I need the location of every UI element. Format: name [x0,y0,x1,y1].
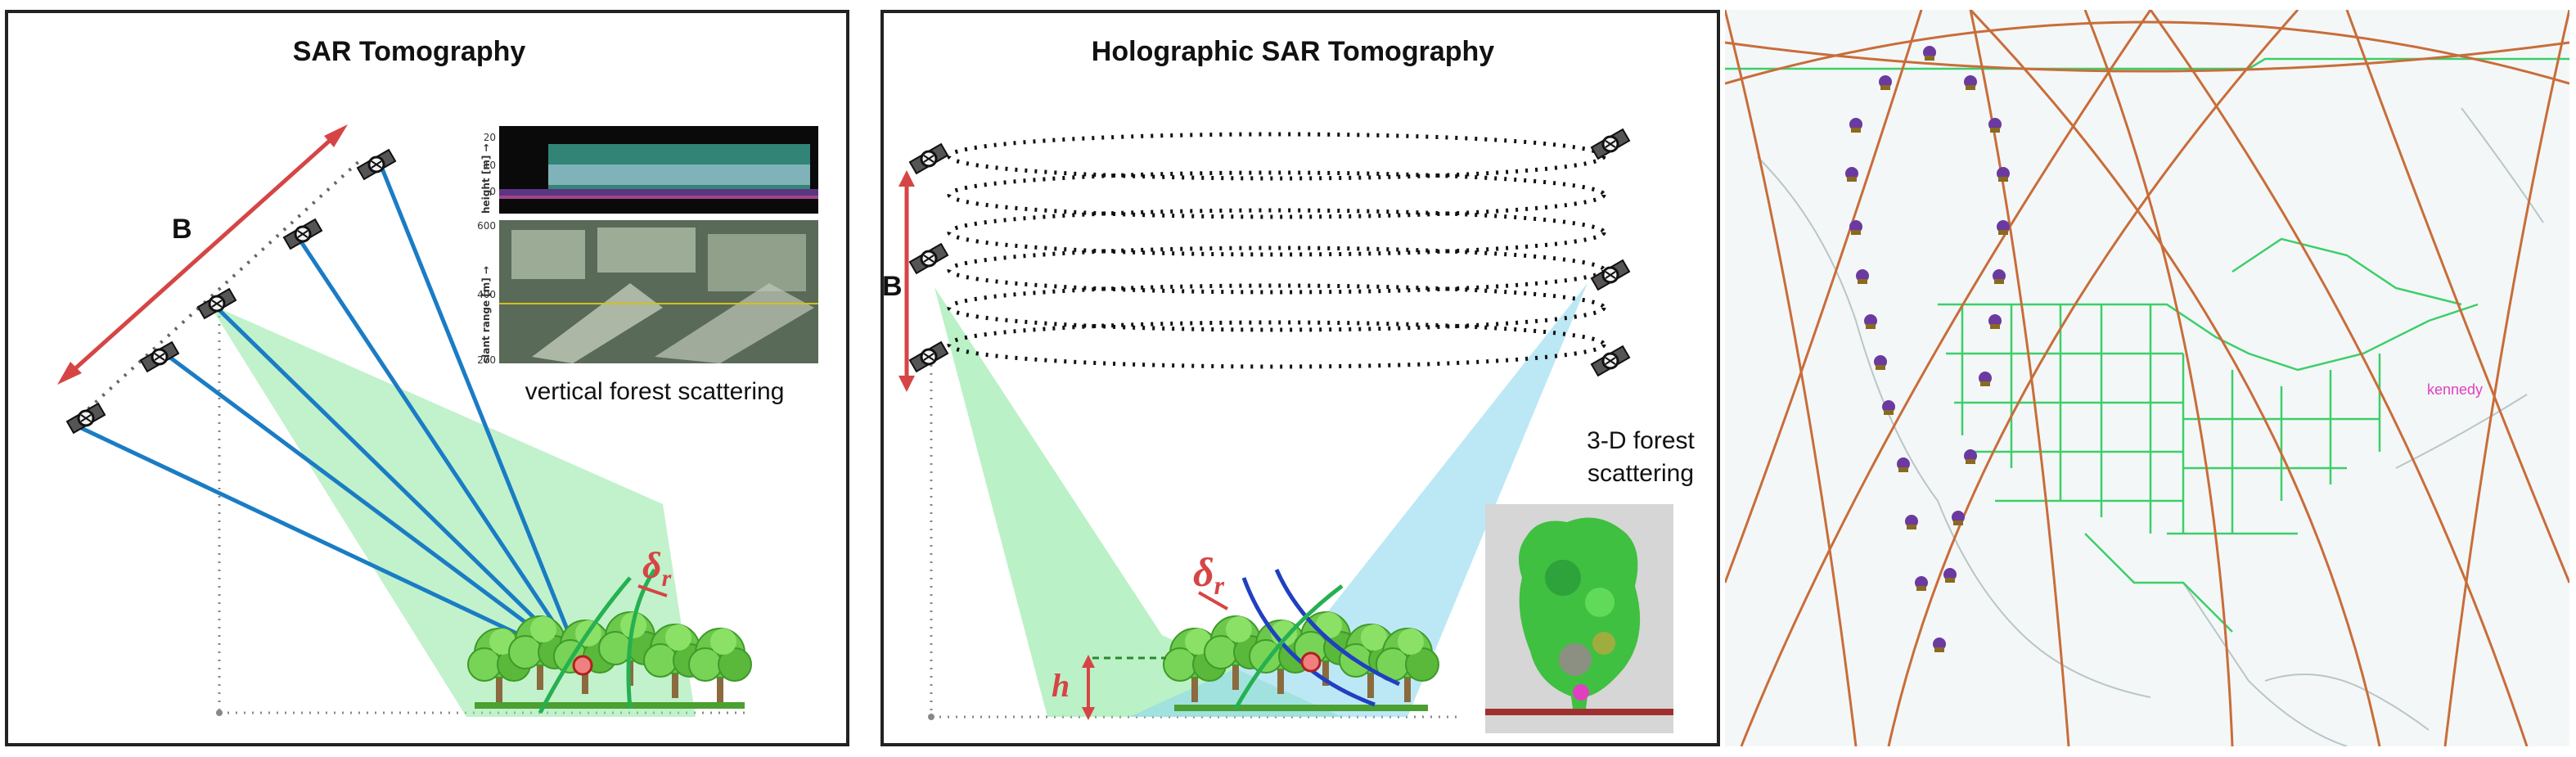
map-location-label: kennedy [2427,381,2483,398]
satellite-icon [1993,269,2006,284]
origin-point [216,710,223,716]
baseline-arrowhead-right [324,124,348,147]
satellite-icon [1964,75,1977,90]
delta-r-label: δr [642,544,672,592]
orbit-map-svg: kennedy [1725,10,2569,746]
sar-tomography-panel: SAR Tomography B δr [5,10,849,746]
satellite-icon [1988,314,2002,329]
panel2-caption-line1: 3-D forest [1587,427,1695,454]
radar-rays [76,164,583,666]
orbit-tracks [1725,10,2569,746]
target-point-icon [1300,651,1322,673]
baseline-label: B [172,214,192,245]
satellite-icon [1856,269,1869,284]
satellite-icon [1590,128,1631,160]
inset-top-tick: 0 [489,186,496,197]
satellite-icon [139,340,180,373]
satellite-icon [1882,400,1895,415]
satellite-icon [908,340,949,373]
satellite-icon [1845,167,1858,182]
forest [467,611,752,709]
political-borders [1725,57,2569,633]
satellite-icon [908,142,949,175]
satellite-icon [1849,118,1862,133]
satellite-icon [1979,372,1992,386]
satellite-icon [356,148,397,181]
satellite-icon [1915,576,1928,591]
satellite-icon [1590,259,1631,291]
satellite-icon [1923,46,1936,61]
satellite-icon [1964,449,1977,464]
inset-top-tick: 10 [484,160,496,171]
satellite-icon [1933,638,1946,652]
satellite-icon [1897,457,1910,472]
baseline-label: B [884,271,903,302]
holographic-sar-diagram: Holographic SAR Tomography B δr [884,36,1696,733]
resolution-curve-outer [1241,577,1376,707]
inset-top-tick: 20 [484,132,496,143]
inset-bottom-tick: 200 [477,354,496,366]
green-beam [934,287,1342,717]
resolution-curve-green [1233,584,1344,710]
holographic-sar-tomography-panel: Holographic SAR Tomography B δr [880,10,1720,746]
orbit-loops [947,132,1606,369]
delta-r-label: δr [1193,549,1225,600]
aerial-photo-inset: slant range [m] → 600 400 200 [477,220,818,366]
satellite-icon [1874,355,1887,370]
satellite-icon [1905,515,1918,529]
height-arrowhead-top [1082,655,1095,668]
orbit-track-map: kennedy [1725,10,2569,746]
satellite-icon [1952,511,1965,525]
forest [1163,611,1439,711]
satellite-icon [1988,118,2002,133]
satellite-icon [1997,220,2010,235]
inset-bottom-tick: 400 [477,289,496,300]
baseline-arrowhead-top [898,170,915,187]
target-point-icon [572,655,593,676]
sar-tomography-diagram: SAR Tomography B δr [57,36,818,717]
inset-bottom-tick: 600 [477,220,496,232]
baseline-arrow [64,130,341,379]
inset-top-axis-label: height [m] → [480,143,492,214]
resolution-curve-inner [1274,568,1401,687]
satellite-icon [908,242,949,275]
satellite-icon [1879,75,1892,90]
panel1-title: SAR Tomography [293,36,526,67]
satellite-icon [1590,345,1631,377]
delta-r-arrow [637,584,668,597]
panel2-caption-line2: scattering [1587,460,1694,487]
panel1-caption: vertical forest scattering [525,378,785,405]
satellite-icon [1997,167,2010,182]
baseline-arrowhead-left [57,362,82,385]
satellite-icon [1943,568,1957,583]
coastlines [1757,107,2544,746]
height-label: h [1052,667,1070,704]
satellite-formation [1845,46,2010,652]
tomogram-inset: height [m] → 20 10 0 [480,126,818,214]
origin-point [928,714,934,720]
inset-bottom-axis-label: slant range [m] → [480,266,492,363]
satellite-icon [1849,220,1862,235]
resolution-curve-left [626,568,657,710]
panel2-title: Holographic SAR Tomography [1092,36,1494,67]
height-arrowhead-bottom [1082,707,1095,720]
illumination-beam [209,304,696,717]
forest-scattering-inset [1485,504,1673,733]
resolution-curve-right [538,576,632,714]
delta-r-arrow [1198,591,1228,611]
satellite-icon [1864,314,1877,329]
baseline-arrowhead-bottom [898,376,915,392]
